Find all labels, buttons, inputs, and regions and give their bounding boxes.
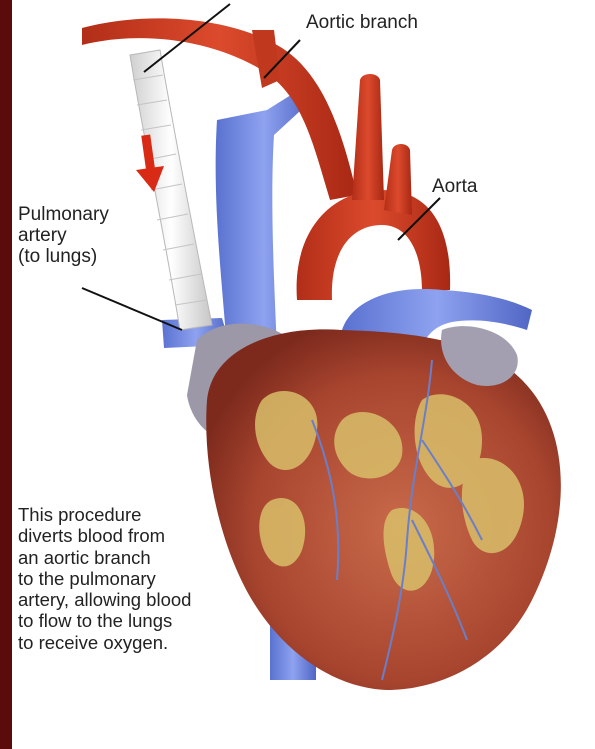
label-pulmonary-artery: Pulmonary artery (to lungs)	[18, 204, 109, 267]
label-aorta: Aorta	[432, 176, 477, 197]
aortic-arch	[297, 190, 451, 300]
diagram-canvas: Aortic branch Aorta Pulmonary artery (to…	[12, 0, 595, 749]
shunt-graft	[130, 50, 212, 330]
superior-vena-cava	[216, 88, 312, 350]
procedure-description: This procedure diverts blood from an aor…	[18, 504, 191, 653]
label-aortic-branch: Aortic branch	[306, 12, 418, 33]
